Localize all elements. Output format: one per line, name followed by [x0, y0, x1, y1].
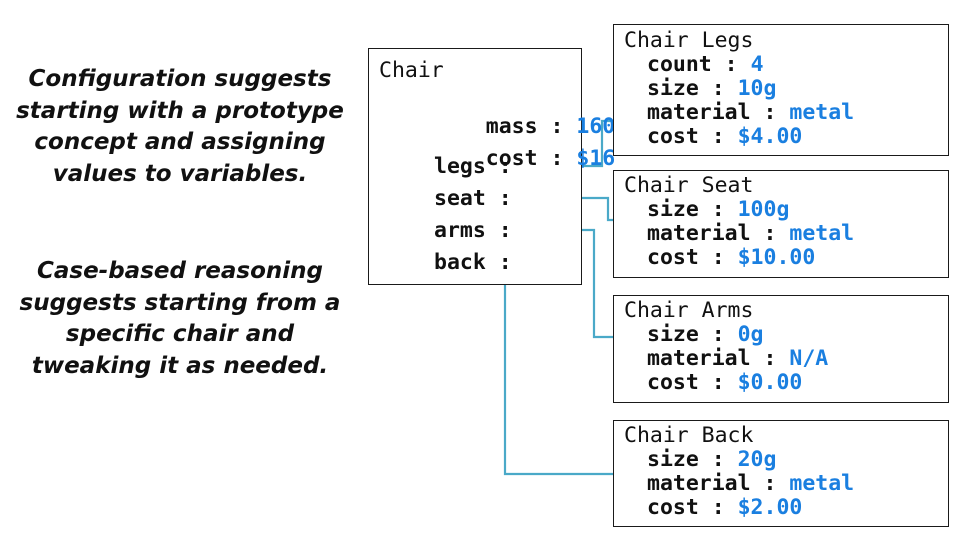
legs-size-row: size : 10g: [614, 77, 948, 101]
chair-cost-key: cost :: [485, 146, 564, 171]
legs-cost-value: $4.00: [737, 124, 803, 149]
chair-seat-title: Chair Seat: [624, 173, 754, 198]
arms-cost-row: cost : $0.00: [614, 371, 948, 395]
legs-cost-key: cost :: [647, 124, 738, 149]
legs-cost-row: cost : $4.00: [614, 125, 948, 149]
chair-legs-frame: Chair Legs count : 4 size : 10g material…: [613, 24, 949, 156]
chair-legs-title: Chair Legs: [624, 28, 754, 53]
legs-count-key: count :: [647, 52, 751, 77]
legs-material-value: metal: [789, 100, 855, 125]
chair-title: Chair: [379, 58, 444, 83]
arms-material-row: material : N/A: [614, 347, 948, 371]
seat-material-row: material : metal: [614, 222, 948, 246]
back-material-row: material : metal: [614, 472, 948, 496]
legs-count-value: 4: [750, 52, 764, 77]
seat-cost-row: cost : $10.00: [614, 246, 948, 270]
back-cost-row: cost : $2.00: [614, 496, 948, 520]
chair-arms-frame: Chair Arms size : 0g material : N/A cost…: [613, 295, 949, 403]
back-material-key: material :: [647, 471, 790, 496]
arms-size-row: size : 0g: [614, 323, 948, 347]
legs-material-key: material :: [647, 100, 790, 125]
arms-size-value: 0g: [737, 322, 764, 347]
legs-size-value: 10g: [737, 76, 777, 101]
legs-count-row: count : 4: [614, 53, 948, 77]
arms-cost-value: $0.00: [737, 370, 803, 395]
chair-legs-slot: legs :: [434, 154, 512, 179]
back-size-value: 20g: [737, 447, 777, 472]
back-connector: [503, 262, 614, 476]
chair-seat-slot: seat :: [434, 186, 512, 211]
arms-size-key: size :: [647, 322, 738, 347]
back-material-value: metal: [789, 471, 855, 496]
seat-material-key: material :: [647, 221, 790, 246]
back-cost-key: cost :: [647, 495, 738, 520]
back-size-key: size :: [647, 447, 738, 472]
back-cost-value: $2.00: [737, 495, 803, 520]
chair-arms-slot: arms :: [434, 218, 512, 243]
chair-cost-value: $16: [576, 146, 616, 171]
chair-seat-frame: Chair Seat size : 100g material : metal …: [613, 170, 949, 278]
seat-material-value: metal: [789, 221, 855, 246]
seat-size-value: 100g: [737, 197, 790, 222]
chair-back-slot: back :: [434, 250, 512, 275]
configuration-note: Configuration suggests starting with a p…: [16, 66, 344, 187]
arms-material-key: material :: [647, 346, 790, 371]
chair-arms-title: Chair Arms: [624, 298, 754, 323]
legs-size-key: size :: [647, 76, 738, 101]
case-based-note: Case-based reasoning suggests starting f…: [19, 258, 341, 379]
back-size-row: size : 20g: [614, 448, 948, 472]
chair-mass-key: mass :: [485, 114, 564, 139]
legs-material-row: material : metal: [614, 101, 948, 125]
arms-material-value: N/A: [789, 346, 829, 371]
seat-size-row: size : 100g: [614, 198, 948, 222]
chair-mass-row: mass : 160g: [401, 91, 628, 163]
chair-frame: Chair mass : 160g cost : $16 legs : seat…: [368, 48, 628, 285]
arms-cost-key: cost :: [647, 370, 738, 395]
seat-size-key: size :: [647, 197, 738, 222]
chair-cost-row: cost : $16: [401, 123, 615, 195]
seat-cost-value: $10.00: [737, 245, 816, 270]
seat-cost-key: cost :: [647, 245, 738, 270]
chair-back-title: Chair Back: [624, 423, 754, 448]
chair-back-frame: Chair Back size : 20g material : metal c…: [613, 420, 949, 527]
